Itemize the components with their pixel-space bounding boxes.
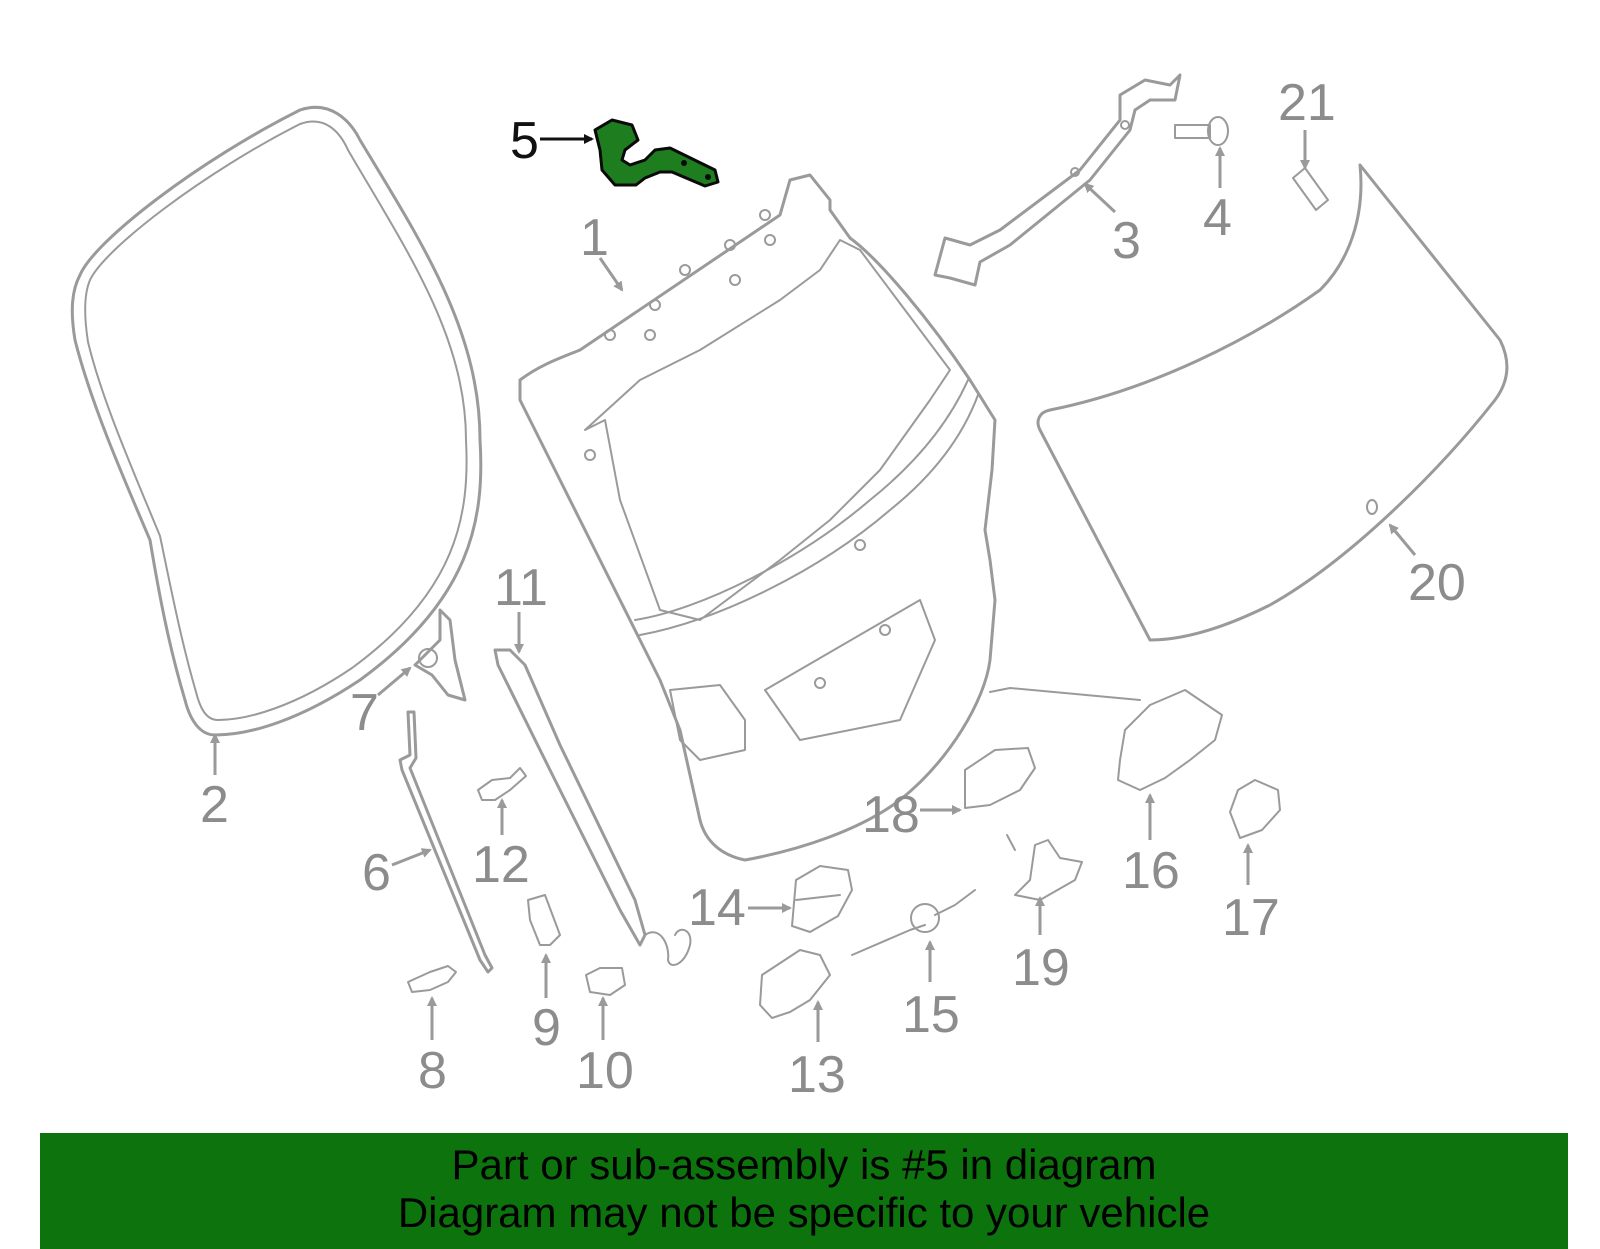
arrow-1 [598,257,624,292]
callout-2: 2 [200,776,229,834]
part-7-bracket [413,608,467,702]
part-12-clip [477,767,527,801]
part-18-sensor [964,747,1036,809]
arrow-7 [377,666,412,697]
callout-17: 17 [1222,889,1280,947]
callout-10: 10 [576,1042,634,1100]
callout-16: 16 [1122,842,1180,900]
part-2-weatherstrip [70,105,483,737]
part-1-liftgate [518,173,997,862]
callout-6: 6 [362,844,391,902]
callout-21: 21 [1278,74,1336,132]
part-20-glass [1036,163,1509,642]
arrow-3 [1083,182,1117,214]
callout-15: 15 [902,986,960,1044]
callout-9: 9 [532,999,561,1057]
callout-8: 8 [418,1042,447,1100]
part-8-stud [407,965,457,993]
part-5-hinge-highlighted [593,118,720,188]
part-11-strut [493,648,692,966]
part-16-lock [989,687,1223,791]
part-15-cable [851,889,976,956]
callout-19: 19 [1012,939,1070,997]
callout-12: 12 [472,836,530,894]
callout-14: 14 [688,879,746,937]
callout-4: 4 [1203,189,1232,247]
part-3-bracket [933,73,1182,287]
callout-20: 20 [1408,554,1466,612]
callout-3: 3 [1112,212,1141,270]
callout-labels: 1 2 3 4 5 6 7 8 9 10 11 12 13 14 15 16 1… [200,74,1466,1104]
part-9-bumper [527,894,561,946]
arrow-20 [1388,523,1417,556]
banner-line-disclaimer: Diagram may not be specific to your vehi… [397,1189,1211,1236]
leader-arrows [210,130,1417,1042]
part-6-strut [398,710,494,974]
info-banner: Part or sub-assembly is #5 in diagram Di… [40,1133,1568,1249]
callout-11: 11 [494,559,548,617]
part-17-switch [1229,779,1281,839]
part-14-actuator [791,865,853,933]
callout-5: 5 [510,112,539,170]
callout-13: 13 [788,1046,846,1104]
part-10-grommet [585,967,626,996]
part-4-screw [1174,116,1229,146]
callout-18: 18 [862,786,920,844]
part-13-latch [759,949,831,1019]
part-21-pad [1292,167,1329,211]
part-19-trim [1006,834,1083,901]
callout-7: 7 [350,684,379,742]
banner-line-part-number: Part or sub-assembly is #5 in diagram [451,1141,1157,1188]
arrow-6 [391,848,432,867]
callout-1: 1 [580,209,609,267]
